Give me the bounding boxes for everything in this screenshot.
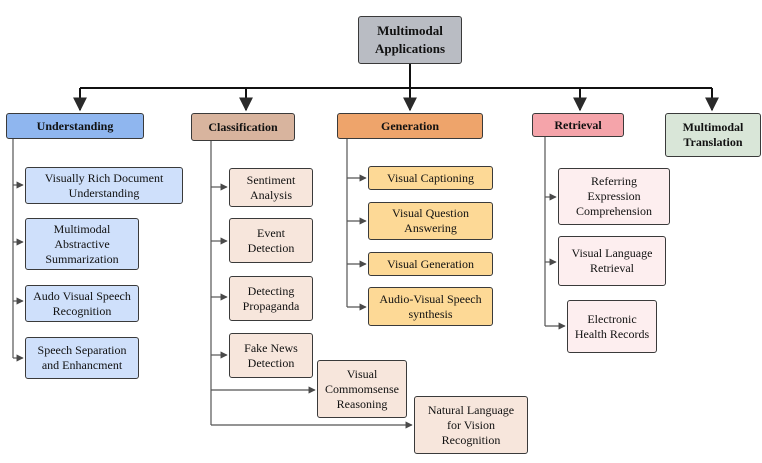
classification-item: Natural Language for Vision Recognition: [414, 396, 528, 454]
category-generation: Generation: [337, 113, 483, 139]
category-multimodal-translation: Multimodal Translation: [665, 113, 761, 157]
generation-item: Visual Generation: [368, 252, 493, 276]
understanding-item: Audo Visual Speech Recognition: [25, 285, 139, 322]
generation-item: Visual Question Answering: [368, 202, 493, 240]
classification-item: Visual Commomsense Reasoning: [317, 360, 407, 418]
classification-item: Fake News Detection: [229, 333, 313, 378]
retrieval-item: Referring Expression Comprehension: [558, 168, 670, 225]
understanding-item: Visually Rich Document Understanding: [25, 167, 183, 204]
category-understanding: Understanding: [6, 113, 144, 139]
classification-item: Detecting Propaganda: [229, 276, 313, 321]
classification-item: Event Detection: [229, 218, 313, 263]
root-node: Multimodal Applications: [358, 16, 462, 64]
generation-item: Audio-Visual Speech synthesis: [368, 287, 493, 326]
retrieval-item: Visual Language Retrieval: [558, 236, 666, 286]
category-retrieval: Retrieval: [532, 113, 624, 137]
understanding-item: Speech Separation and Enhancment: [25, 337, 139, 379]
understanding-item: Multimodal Abstractive Summarization: [25, 218, 139, 270]
classification-item: Sentiment Analysis: [229, 168, 313, 207]
root-connectors: [73, 64, 719, 112]
branch-connectors: [12, 137, 566, 429]
retrieval-item: Electronic Health Records: [567, 300, 657, 353]
generation-item: Visual Captioning: [368, 166, 493, 190]
category-classification: Classification: [191, 113, 295, 141]
